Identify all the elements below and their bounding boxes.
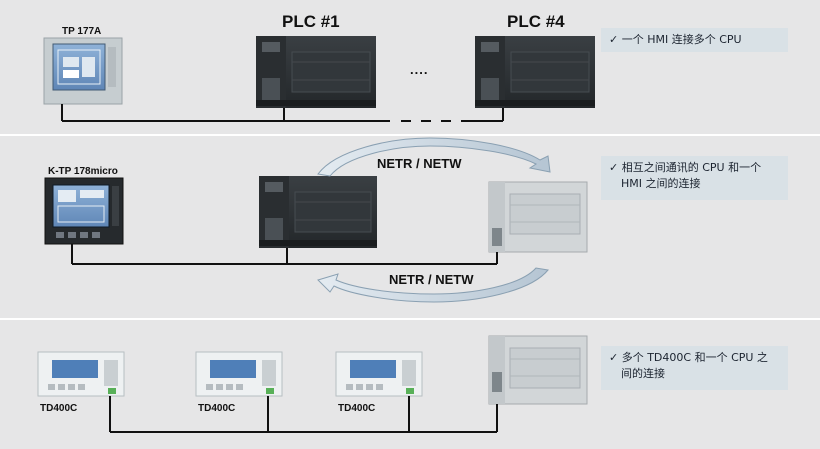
row1-panel xyxy=(0,0,820,134)
plc1-label: PLC #1 xyxy=(282,12,340,31)
row-separator xyxy=(0,134,820,136)
row-separator xyxy=(0,318,820,320)
ktp178micro-panel-icon xyxy=(44,177,124,245)
plc1-icon xyxy=(256,36,376,108)
td400c-1-label: TD400C xyxy=(40,403,78,414)
td400c-2-icon xyxy=(195,351,283,397)
row1-note: ✓ 一个 HMI 连接多个 CPU xyxy=(601,28,788,52)
td400c-1-icon xyxy=(37,351,125,397)
td400c-3-label: TD400C xyxy=(338,403,376,414)
row3-cable xyxy=(109,396,498,433)
row2-plc-right-icon xyxy=(488,181,588,253)
row2-note-line2: HMI 之间的连接 xyxy=(621,177,701,190)
netr-netw-arrow-bottom xyxy=(317,267,549,303)
netr-netw-label-bottom: NETR / NETW xyxy=(389,272,474,287)
row2-note: ✓ 相互之间通讯的 CPU 和一个 HMI 之间的连接 xyxy=(601,156,788,200)
td400c-3-icon xyxy=(335,351,423,397)
row1-cable xyxy=(61,104,504,122)
row2-cable xyxy=(71,244,498,265)
row1-note-text: ✓ 一个 HMI 连接多个 CPU xyxy=(609,33,742,46)
netr-netw-label-top: NETR / NETW xyxy=(377,156,462,171)
plc4-label: PLC #4 xyxy=(507,12,565,31)
tp177a-panel-icon xyxy=(43,37,123,105)
row2-plc-left-icon xyxy=(259,176,377,248)
row3-plc-icon xyxy=(488,335,588,405)
row3-note-line1: ✓ 多个 TD400C 和一个 CPU 之 xyxy=(609,351,768,364)
netr-netw-arrow-top xyxy=(317,137,551,177)
td400c-2-label: TD400C xyxy=(198,403,236,414)
ktp178micro-label: K-TP 178micro xyxy=(48,166,118,177)
row2-note-line1: ✓ 相互之间通讯的 CPU 和一个 xyxy=(609,161,762,174)
plc4-icon xyxy=(475,36,595,108)
row3-note-line2: 间的连接 xyxy=(621,367,665,380)
plc-ellipsis: .... xyxy=(410,62,429,77)
row3-note: ✓ 多个 TD400C 和一个 CPU 之 间的连接 xyxy=(601,346,788,390)
tp177a-label: TP 177A xyxy=(62,26,102,37)
